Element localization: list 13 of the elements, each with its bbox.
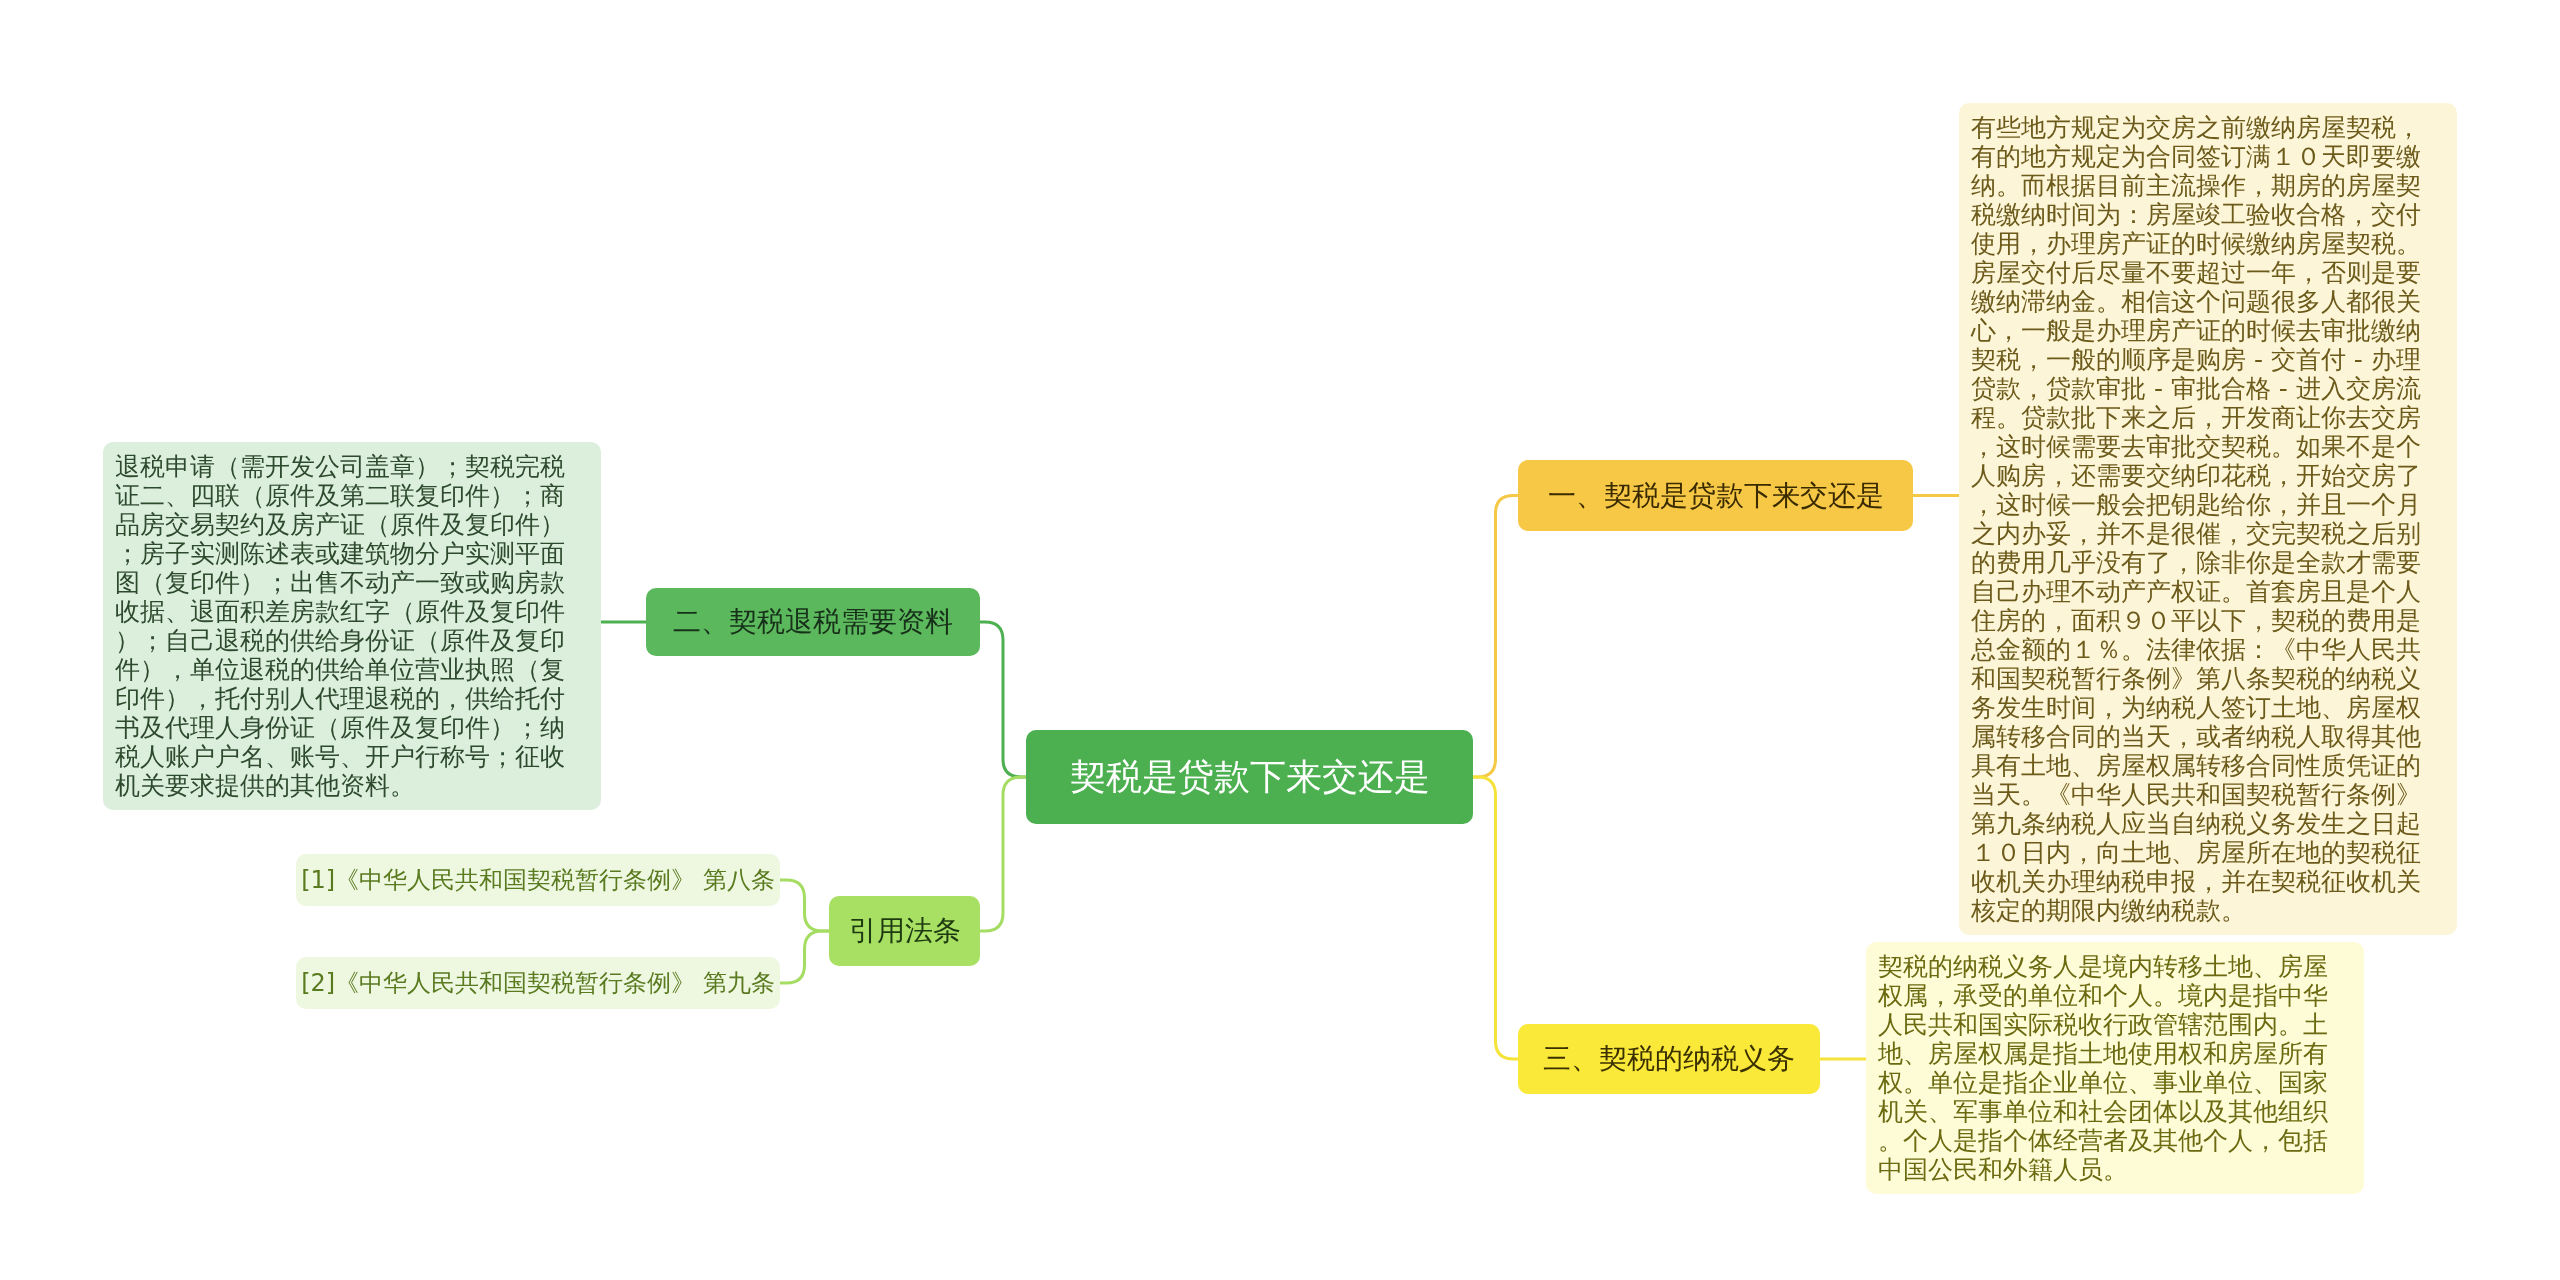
note-box: 退税申请（需开发公司盖章）；契税完税证二、四联（原件及第二联复印件）；商品房交易契约及房产证（原件及复印件）；房子实测陈述表或建筑物分户实测平面图（复印件）；出售不动产一致或购房款收据、退面积差房款红字（原件及复印件）；自己退税的供给身份证（原件及复印件），单位退税的供给单位营业执照（复印件），托付别人代理退税的，供给托付书及代理人身份证（原件及复印件）；纳税人账户户名、账号、开户行称号；征收机关要求提供的其他资料。: [103, 442, 601, 810]
connector-line: [1820, 1057, 1866, 1061]
topic-box: 契税是贷款下来交还是: [1026, 730, 1473, 824]
branch-box: 二、契税退税需要资料: [646, 588, 980, 656]
note-box: 有些地方规定为交房之前缴纳房屋契税，有的地方规定为合同签订满１０天即要缴纳。而根据目前主流操作，期房的房屋契税缴纳时间为：房屋竣工验收合格，交付使用，办理房产证的时候缴纳房屋契税。房屋交付后尽量不要超过一年，否则是要缴纳滞纳金。相信这个问题很多人都很关心，一般是办理房产证的时候去审批缴纳契税，一般的顺序是购房 - 交首付 - 办理贷款，贷款审批 - 审批合格 - 进入交房流程。贷款批下来之后，开发商让你去交房，这时候需要去审批交契税。如果不是个人购房，还需要交纳印花税，开始交房了，这时候一般会把钥匙给你，并且一个月之内办妥，并不是很催，交完契税之后别的费用几乎没有了，除非你是全款才需要自己办理不动产产权证。首套房且是个人住房的，面积９０平以下，契税的费用是总金额的１％。法律依据：《中华人民共和国契税暂行条例》第八条契税的纳税义务发生时间，为纳税人签订土地、房屋权属转移合同的当天，或者纳税人取得其他具有土地、房屋权属转移合同性质凭证的当天。《中华人民共和国契税暂行条例》第九条纳税人应当自纳税义务发生之日起１０日内，向土地、房屋所在地的契税征收机关办理纳税申报，并在契税征收机关核定的期限内缴纳税款。: [1959, 103, 2457, 935]
branch-box: 一、契税是贷款下来交还是: [1518, 460, 1913, 531]
note-box: 契税的纳税义务人是境内转移土地、房屋权属，承受的单位和个人。境内是指中华人民共和国实际税收行政管辖范围内。土地、房屋权属是指土地使用权和房屋所有权。单位是指企业单位、事业单位、国家机关、军事单位和社会团体以及其他组织。个人是指个体经营者及其他个人，包括中国公民和外籍人员。: [1866, 942, 2364, 1194]
branch-box: 三、契税的纳税义务: [1518, 1024, 1820, 1094]
connector-line: [601, 620, 646, 624]
reference-box: [2]《中华人民共和国契税暂行条例》 第九条: [296, 957, 780, 1009]
branch-box: 引用法条: [829, 896, 980, 966]
connector-line: [1913, 494, 1959, 497]
reference-box: [1]《中华人民共和国契税暂行条例》 第八条: [296, 854, 780, 906]
